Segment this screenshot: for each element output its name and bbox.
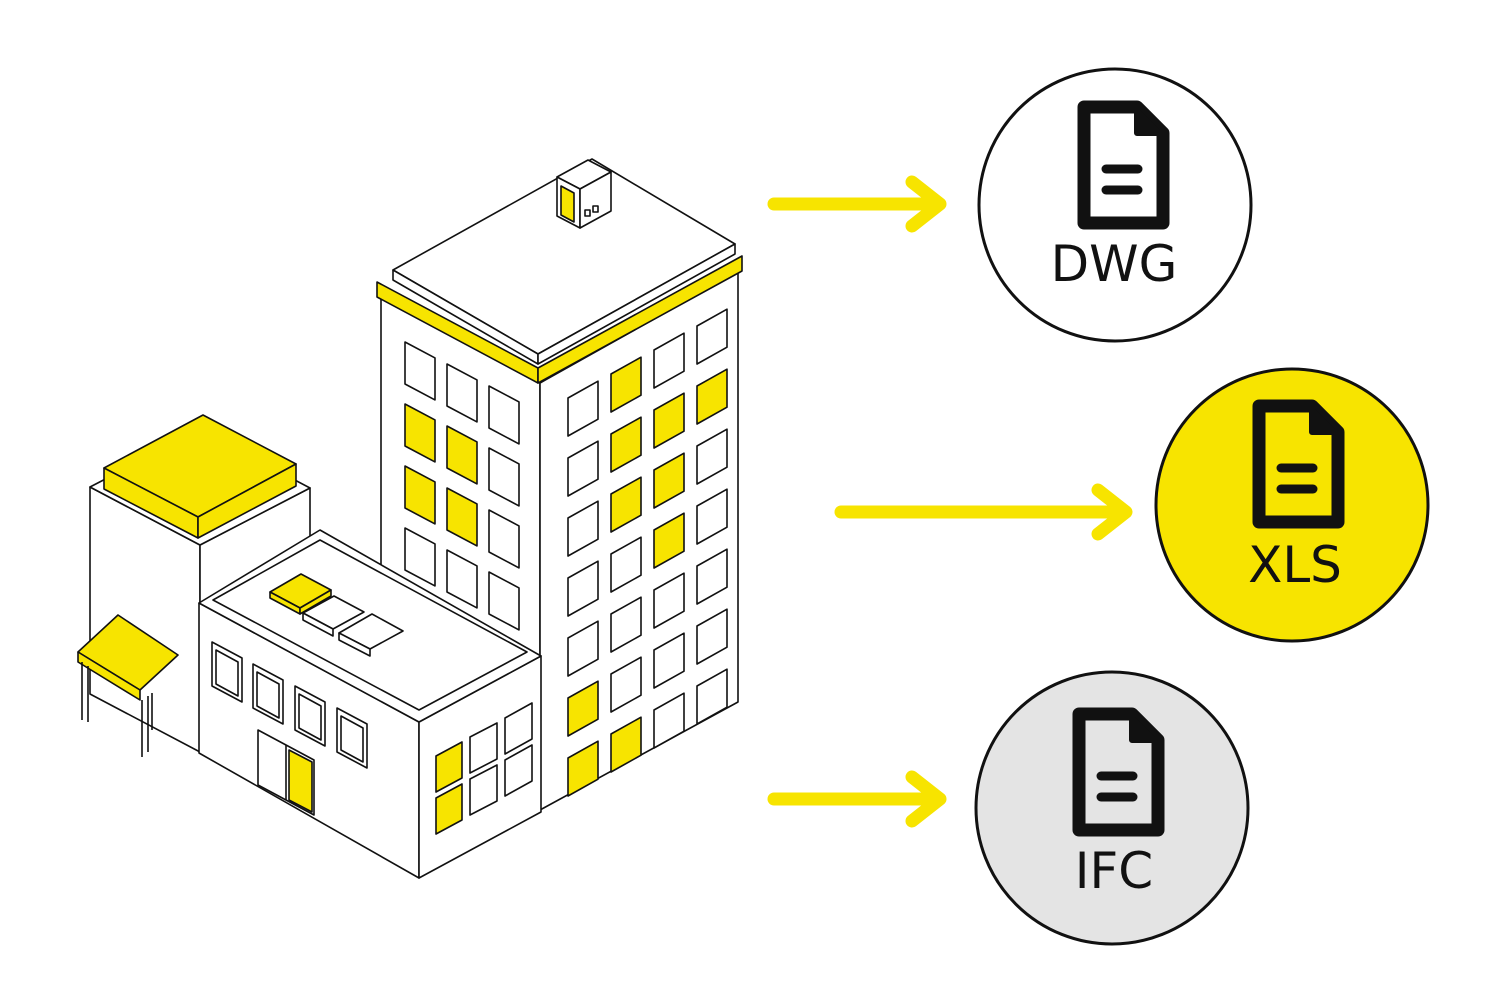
window xyxy=(696,428,728,485)
window xyxy=(446,549,478,609)
format-xls: XLS xyxy=(1154,367,1430,643)
window xyxy=(653,392,685,449)
low-block xyxy=(198,529,542,879)
window xyxy=(610,716,642,773)
format-dwg: DWG xyxy=(977,67,1253,343)
window xyxy=(567,740,599,797)
canopy xyxy=(77,614,179,757)
window xyxy=(404,527,436,587)
window xyxy=(404,465,436,525)
window xyxy=(446,363,478,423)
window xyxy=(610,596,642,653)
window xyxy=(488,447,520,507)
window xyxy=(610,476,642,533)
arrow-right-icon xyxy=(834,483,1133,541)
window xyxy=(653,692,685,749)
window xyxy=(567,620,599,677)
document-icon xyxy=(1072,707,1165,837)
window xyxy=(404,341,436,401)
format-label-dwg: DWG xyxy=(1051,235,1178,293)
arrow-right-icon xyxy=(767,175,947,233)
window xyxy=(567,680,599,737)
window xyxy=(567,440,599,497)
window xyxy=(610,536,642,593)
window xyxy=(610,416,642,473)
window xyxy=(696,368,728,425)
format-label-xls: XLS xyxy=(1248,536,1342,594)
window xyxy=(610,356,642,413)
window xyxy=(696,548,728,605)
window xyxy=(488,385,520,445)
building-icon xyxy=(77,158,743,879)
window xyxy=(696,608,728,665)
window xyxy=(653,572,685,629)
window xyxy=(653,512,685,569)
window xyxy=(488,509,520,569)
window xyxy=(404,403,436,463)
window xyxy=(696,308,728,365)
window xyxy=(610,656,642,713)
arrow-right-icon xyxy=(767,770,947,828)
window xyxy=(446,425,478,485)
window xyxy=(488,571,520,631)
window xyxy=(653,632,685,689)
window xyxy=(653,332,685,389)
window xyxy=(567,500,599,557)
window xyxy=(567,380,599,437)
format-ifc: IFC xyxy=(974,670,1250,946)
document-icon xyxy=(1077,100,1170,230)
window xyxy=(446,487,478,547)
window xyxy=(696,668,728,725)
window xyxy=(567,560,599,617)
tower-right-windows xyxy=(567,308,728,797)
document-icon xyxy=(1252,399,1345,529)
window xyxy=(696,488,728,545)
window xyxy=(653,452,685,509)
format-label-ifc: IFC xyxy=(1075,842,1153,900)
